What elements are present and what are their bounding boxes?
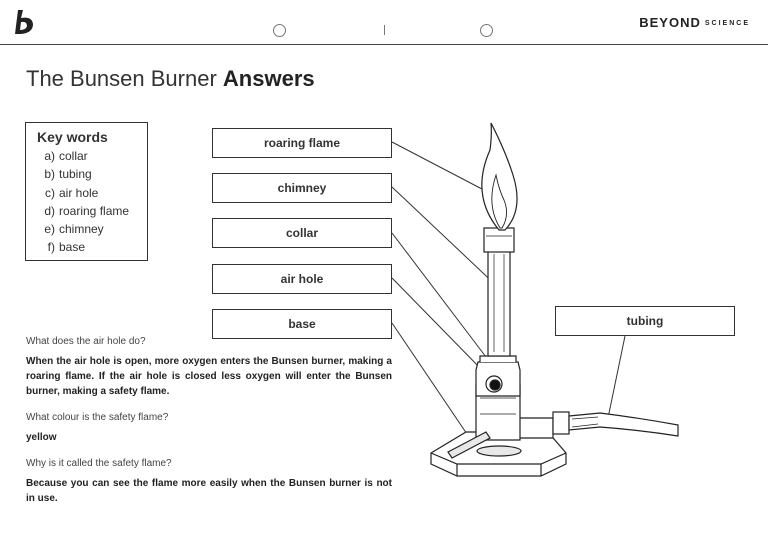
progress-dot-1[interactable] <box>273 24 286 37</box>
leader-line-base <box>391 322 472 441</box>
key-word-item: d)roaring flame <box>44 203 130 218</box>
key-word-item: b)tubing <box>44 167 92 182</box>
beyond-logo-icon <box>15 10 33 34</box>
key-word-item: f)base <box>47 240 86 255</box>
gas-tap-lever <box>447 431 491 459</box>
label-roaring-flame: roaring flame <box>212 128 392 158</box>
progress-divider <box>384 25 385 35</box>
bunsen-burner-drawing <box>430 122 679 477</box>
roaring-flame <box>481 122 518 231</box>
title-main: The Bunsen Burner <box>26 66 217 91</box>
answer-text: yellow <box>26 432 57 443</box>
question-text: What colour is the safety flame? <box>26 412 169 423</box>
chimney-top-ring <box>483 227 515 253</box>
key-word-item: a)collar <box>44 149 88 163</box>
answer-text: Because you can see the flame more easil… <box>26 478 392 504</box>
key-word-item: c)air hole <box>45 185 99 200</box>
leader-line-collar <box>391 232 487 358</box>
page-title: The Bunsen Burner Answers <box>26 66 315 92</box>
brand-main: BEYOND <box>639 15 701 30</box>
question-block-1: What does the air hole do? When the air … <box>26 336 392 399</box>
key-words-list: a)collar b)tubing c)air hole d)roaring f… <box>37 147 147 257</box>
title-emphasis: Answers <box>222 66 315 91</box>
label-chimney: chimney <box>212 173 392 203</box>
burner-chimney <box>487 249 511 357</box>
question-block-2: What colour is the safety flame? yellow <box>26 412 392 445</box>
key-words-heading: Key words <box>37 129 108 145</box>
burner-base-centre <box>476 445 522 457</box>
leader-line-air-hole <box>391 277 485 373</box>
air-hole <box>489 379 501 391</box>
question-block-3: Why is it called the safety flame? Becau… <box>26 458 392 506</box>
label-collar: collar <box>212 218 392 248</box>
key-words-box: Key words a)collar b)tubing c)air hole d… <box>25 122 148 261</box>
leader-line-tubing <box>607 335 626 419</box>
question-text: What does the air hole do? <box>26 336 146 347</box>
gas-inlet-nozzle <box>552 411 570 435</box>
gas-inlet-body <box>520 417 554 439</box>
answer-text: When the air hole is open, more oxygen e… <box>26 356 392 397</box>
question-text: Why is it called the safety flame? <box>26 458 172 469</box>
brand-sub: SCIENCE <box>704 20 750 27</box>
inner-flame-cone <box>491 173 507 229</box>
key-word-item: e)chimney <box>44 222 104 237</box>
label-air-hole: air hole <box>212 264 392 294</box>
label-base: base <box>212 309 392 339</box>
leader-line-chimney <box>391 186 502 291</box>
label-tubing: tubing <box>555 306 735 336</box>
progress-dot-2[interactable] <box>480 24 493 37</box>
rubber-tubing <box>568 412 679 437</box>
